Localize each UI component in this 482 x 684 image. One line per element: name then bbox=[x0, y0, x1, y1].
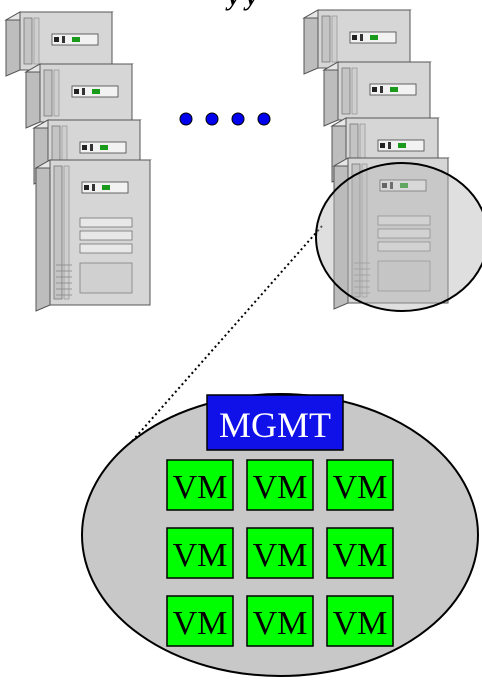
ellipsis-dots bbox=[179, 112, 271, 126]
server-left-stack-4 bbox=[34, 159, 152, 312]
separator-dot-4 bbox=[257, 112, 271, 126]
vm-label: VM bbox=[333, 537, 388, 574]
vm-label: VM bbox=[173, 469, 228, 506]
separator-dot-2 bbox=[205, 112, 219, 126]
vm-label: VM bbox=[253, 537, 308, 574]
vm-grid: VM VM VM VM VM VM VM VM VM bbox=[166, 459, 394, 647]
mgmt-box: MGMT bbox=[206, 394, 344, 451]
vm-box: VM bbox=[246, 595, 314, 647]
status-led-icon bbox=[390, 87, 398, 92]
vm-label: VM bbox=[253, 469, 308, 506]
server-right-stack-4 bbox=[332, 157, 450, 310]
server-right-stack-2 bbox=[322, 61, 432, 127]
vm-box: VM bbox=[326, 459, 394, 511]
caption-partial: y y bbox=[225, 0, 258, 11]
status-led-icon bbox=[102, 185, 110, 190]
server-right-stack-1 bbox=[302, 9, 412, 75]
server-left-stack-1 bbox=[4, 11, 114, 77]
vm-box: VM bbox=[246, 527, 314, 579]
vm-label: VM bbox=[173, 537, 228, 574]
left-server-stack bbox=[4, 11, 152, 312]
vm-label: VM bbox=[173, 605, 228, 642]
status-led-icon bbox=[370, 35, 378, 40]
mgmt-label: MGMT bbox=[219, 405, 331, 445]
vm-label: VM bbox=[333, 605, 388, 642]
status-led-icon bbox=[92, 89, 100, 94]
vm-box: VM bbox=[166, 595, 234, 647]
vm-box: VM bbox=[246, 459, 314, 511]
separator-dot-1 bbox=[179, 112, 193, 126]
vm-box: VM bbox=[326, 595, 394, 647]
right-server-stack bbox=[302, 9, 450, 310]
status-led-icon bbox=[100, 145, 108, 150]
vm-box: VM bbox=[166, 459, 234, 511]
vm-box: VM bbox=[166, 527, 234, 579]
vm-label: VM bbox=[253, 605, 308, 642]
status-led-icon bbox=[72, 37, 80, 42]
server-left-stack-2 bbox=[24, 63, 134, 129]
vm-label: VM bbox=[333, 469, 388, 506]
vm-box: VM bbox=[326, 527, 394, 579]
status-led-icon bbox=[400, 183, 408, 188]
status-led-icon bbox=[398, 143, 406, 148]
magnifier-ellipse bbox=[315, 162, 482, 312]
separator-dot-3 bbox=[231, 112, 245, 126]
